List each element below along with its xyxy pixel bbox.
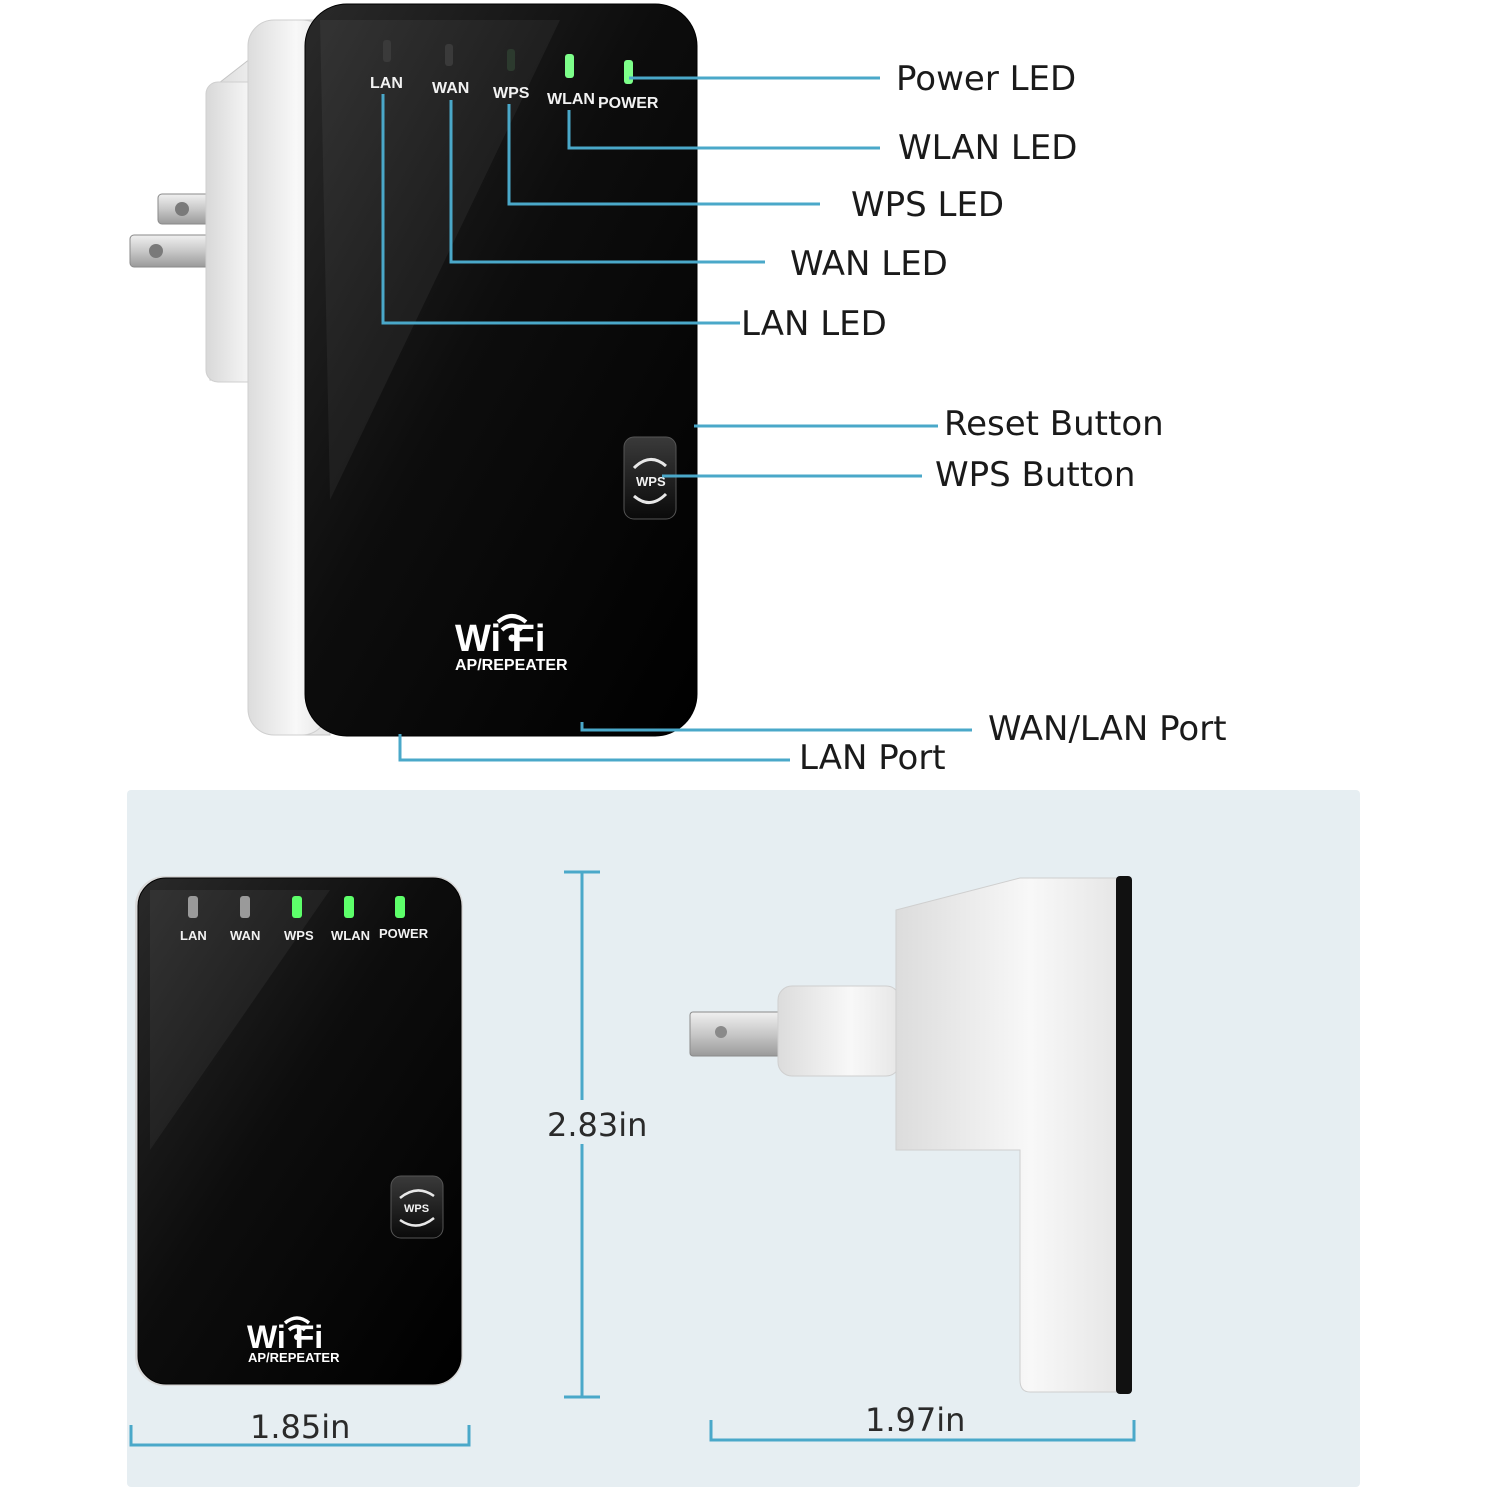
top-wifi-logo-text: Wi Fi — [455, 618, 545, 660]
label-wps-button: WPS Button — [935, 455, 1135, 495]
led-wlan-icon — [565, 54, 574, 78]
led-label-power: POWER — [598, 95, 659, 112]
side-plug-base — [777, 985, 901, 1077]
led-label-wps: WPS — [493, 85, 530, 102]
label-power-led: Power LED — [896, 59, 1076, 99]
dim-width-line — [129, 1425, 471, 1447]
leader-lan-port — [398, 734, 790, 762]
callout-labels: Power LED WLAN LED WPS LED WAN LED LAN L… — [741, 59, 1227, 778]
top-device: LAN WAN WPS WLAN POWER WPS Wi Fi AP/REPE… — [129, 3, 698, 737]
front-led-label-lan: LAN — [180, 928, 207, 943]
wifi-arc-icon — [496, 614, 528, 632]
leader-wlan-led — [567, 110, 880, 150]
refresh-arrows-icon — [399, 1189, 435, 1227]
front-wifi-logo: Wi Fi AP/REPEATER — [247, 1316, 340, 1365]
front-led-label-power: POWER — [379, 926, 429, 941]
label-lan-port: LAN Port — [799, 738, 946, 778]
top-wps-button-text: WPS — [636, 474, 666, 489]
led-power-icon — [624, 60, 633, 84]
side-view-device — [689, 876, 1132, 1394]
label-wan-lan-port: WAN/LAN Port — [988, 709, 1227, 749]
top-wifi-logo-sub: AP/REPEATER — [455, 657, 568, 674]
leader-wan-led — [449, 100, 765, 264]
front-view-device: LAN WAN WPS WLAN POWER WPS Wi Fi AP/REPE… — [135, 876, 463, 1386]
front-led-label-wps: WPS — [284, 928, 314, 943]
leader-wan-lan-port — [580, 722, 972, 732]
prong-hole-icon — [149, 244, 163, 258]
face-reflection — [320, 20, 560, 500]
side-front-edge — [1116, 876, 1132, 1394]
prong-hole-icon — [175, 202, 189, 216]
dim-height-label: 2.83in — [547, 1106, 647, 1144]
dim-height-label-bg — [546, 1100, 646, 1144]
refresh-arrows-icon — [632, 458, 668, 504]
dim-depth-line — [709, 1420, 1136, 1442]
front-wifi-logo-text: Wi Fi — [247, 1319, 323, 1355]
device-face — [304, 3, 698, 737]
label-reset-button: Reset Button — [944, 404, 1164, 444]
front-wifi-logo-sub: AP/REPEATER — [248, 1350, 340, 1365]
label-wan-led: WAN LED — [790, 244, 948, 284]
led-lan-icon — [383, 40, 391, 62]
label-lan-led: LAN LED — [741, 304, 887, 344]
front-led-wan-icon — [240, 896, 250, 918]
front-led-label-wlan: WLAN — [331, 928, 370, 943]
front-led-wps-icon — [292, 896, 302, 918]
front-led-wlan-icon — [344, 896, 354, 918]
wifi-arc-icon — [283, 1316, 311, 1332]
front-view-face — [137, 877, 462, 1385]
front-wps-button-text: WPS — [404, 1203, 429, 1215]
top-wps-button: WPS — [623, 436, 677, 520]
leader-lan-led — [381, 94, 740, 325]
front-wps-button: WPS — [390, 1175, 444, 1239]
led-label-wlan: WLAN — [547, 91, 595, 108]
led-wan-icon — [445, 44, 453, 66]
side-prong — [689, 1011, 783, 1057]
front-led-power-icon — [395, 896, 405, 918]
leader-lines — [381, 76, 972, 762]
dim-depth-label: 1.97in — [865, 1401, 965, 1439]
front-led-label-wan: WAN — [230, 928, 260, 943]
front-face-reflection — [150, 890, 330, 1150]
wifi-dot-icon — [294, 1334, 300, 1340]
wifi-dot-icon — [508, 634, 516, 642]
label-wlan-led: WLAN LED — [898, 128, 1077, 168]
led-label-wan: WAN — [432, 80, 469, 97]
leader-wps-led — [507, 104, 820, 206]
top-led-group: LAN WAN WPS WLAN POWER — [370, 40, 659, 112]
led-wps-icon — [507, 49, 515, 71]
top-wifi-logo: Wi Fi AP/REPEATER — [455, 614, 568, 674]
front-led-lan-icon — [188, 896, 198, 918]
dim-width-label: 1.85in — [250, 1408, 350, 1446]
label-wps-led: WPS LED — [851, 185, 1004, 225]
prong-hole-icon — [715, 1026, 727, 1038]
led-label-lan: LAN — [370, 75, 403, 92]
